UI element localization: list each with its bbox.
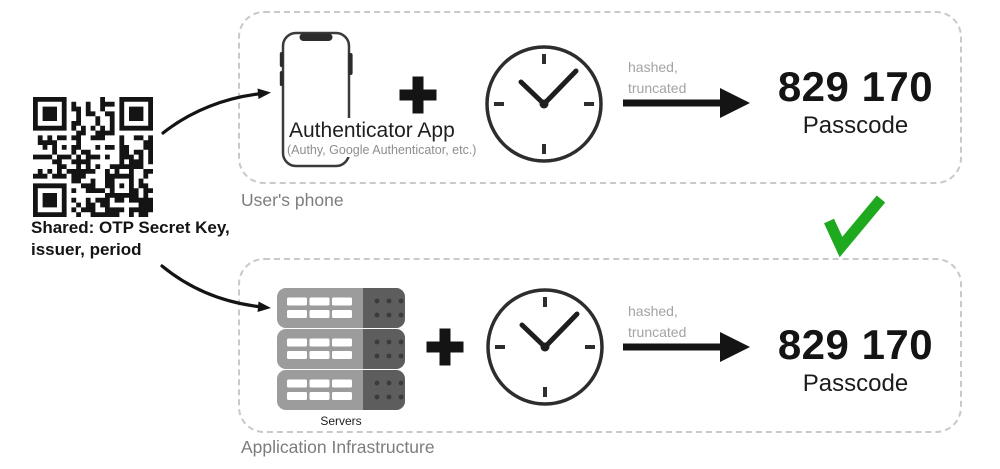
servers-label: Servers [320, 414, 362, 428]
qr-to-server-arrow [160, 264, 271, 312]
hashed-truncated-label-phone: hashed, truncated [628, 59, 687, 96]
hashed-truncated-label-server: hashed, truncated [628, 303, 687, 340]
server-stack-icon [277, 288, 405, 410]
qr-code-icon [33, 97, 153, 217]
qr-to-phone-arrow [161, 88, 271, 135]
passcode-label-phone: Passcode [802, 112, 909, 139]
application-infrastructure-box [238, 258, 962, 433]
authenticator-app-subtitle: (Authy, Google Authenticator, etc.) [285, 143, 479, 157]
authenticator-app-title: Authenticator App [286, 118, 458, 144]
plus-icon-server [426, 328, 464, 366]
clock-icon-server [488, 290, 602, 404]
users-phone-caption: User's phone [241, 190, 344, 210]
passcode-label-server: Passcode [802, 370, 909, 397]
passcode-value-server: 829 170 [777, 321, 934, 368]
application-infrastructure-caption: Application Infrastructure [241, 437, 435, 457]
green-checkmark-icon [824, 195, 886, 258]
passcode-value-phone: 829 170 [777, 63, 934, 110]
plus-icon-phone [399, 76, 437, 114]
clock-icon-phone [487, 47, 601, 161]
qr-caption: Shared: OTP Secret Key, issuer, period [31, 218, 230, 260]
